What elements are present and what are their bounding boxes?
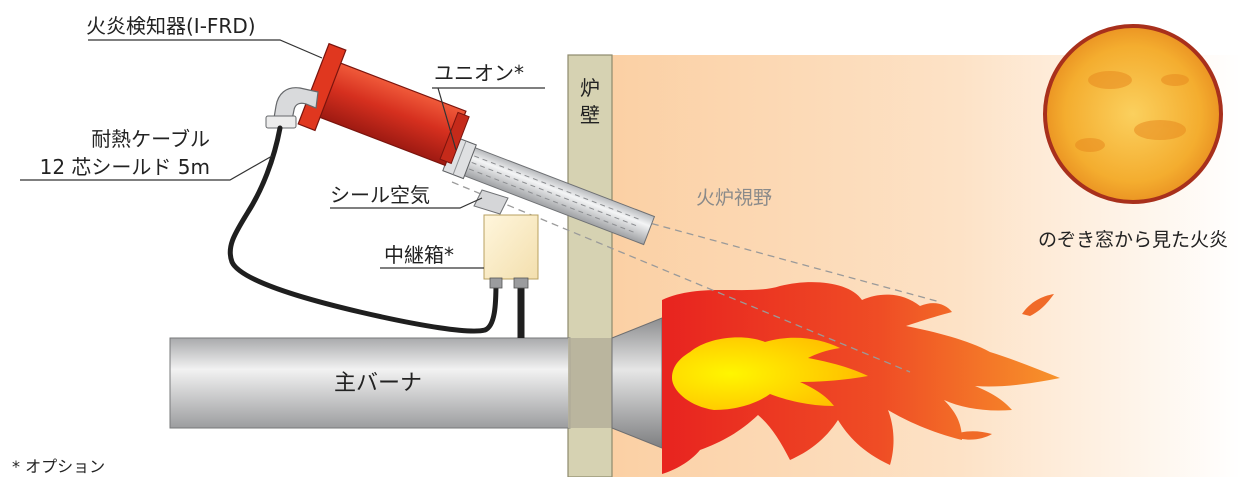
burner-nozzle — [611, 317, 663, 449]
peephole-flame-texture — [1075, 71, 1189, 152]
junction-box — [483, 214, 539, 280]
peephole-label: のぞき窓から見た火炎 — [1038, 229, 1228, 251]
junction-box-gland — [513, 277, 529, 289]
junction-box-gland — [489, 277, 503, 289]
main-flame — [662, 282, 1060, 474]
field-of-view-lines — [451, 169, 941, 373]
cable-label-1: 耐熱ケーブル — [91, 127, 210, 151]
peephole-flame-view — [1043, 24, 1223, 204]
flame-detector — [297, 42, 470, 167]
wall-label-2: 壁 — [580, 103, 600, 127]
wall-label-1: 炉 — [580, 76, 600, 100]
footnote-label: * オプション — [12, 457, 105, 476]
burner-label: 主バーナ — [334, 371, 422, 396]
seal-air-label: シール空気 — [330, 183, 430, 207]
view-field-label: 火炉視野 — [696, 187, 772, 209]
burner-through-wall — [568, 338, 612, 428]
callout-lines — [20, 39, 545, 269]
flame-spark — [952, 431, 992, 440]
union-label: ユニオン* — [434, 61, 524, 85]
flame-spark — [1022, 294, 1054, 316]
heat-resistant-cable — [227, 125, 499, 334]
cable-label-2: 12 芯シールド 5m — [40, 155, 210, 179]
main-burner — [169, 337, 571, 429]
flame-core — [672, 337, 868, 410]
detector-label: 火炎検知器(I-FRD) — [86, 14, 256, 38]
junction-box-label: 中継箱* — [384, 243, 454, 267]
